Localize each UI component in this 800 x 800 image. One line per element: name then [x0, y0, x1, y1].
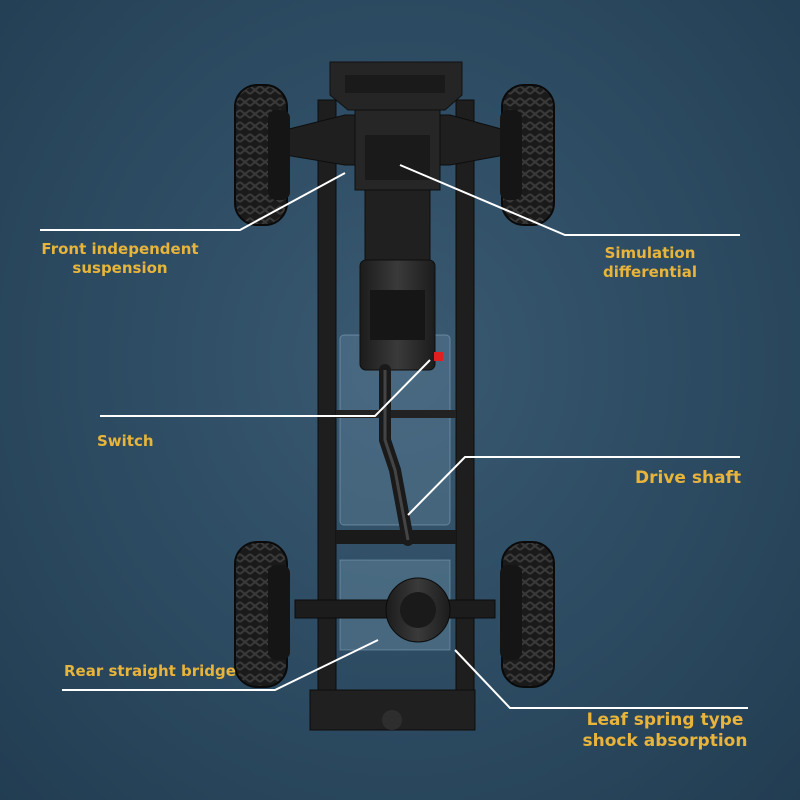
label-rear-straight-bridge: Rear straight bridge	[64, 662, 236, 680]
rear-right-tire	[500, 541, 555, 688]
leader-lines	[40, 164, 748, 709]
label-leaf-spring-shock-absorption: Leaf spring type shock absorption	[582, 710, 748, 752]
leader-leaf-spring	[454, 649, 748, 709]
leader-drive-shaft	[407, 456, 740, 516]
left-frame-rail	[317, 99, 337, 721]
leader-front-suspension	[40, 172, 346, 231]
leader-switch	[100, 359, 431, 417]
label-drive-shaft: Drive shaft	[635, 468, 742, 488]
switch-indicator	[434, 352, 443, 361]
leader-differential	[399, 164, 740, 236]
front-right-tire	[500, 84, 555, 226]
label-switch: Switch	[97, 432, 154, 450]
leader-rear-bridge	[62, 639, 379, 691]
gearbox	[364, 189, 431, 261]
rear-left-tire	[234, 541, 290, 688]
label-front-independent-suspension: Front independent suspension	[41, 240, 199, 277]
label-simulation-differential: Simulation differential	[602, 244, 698, 281]
front-left-tire	[234, 84, 290, 226]
